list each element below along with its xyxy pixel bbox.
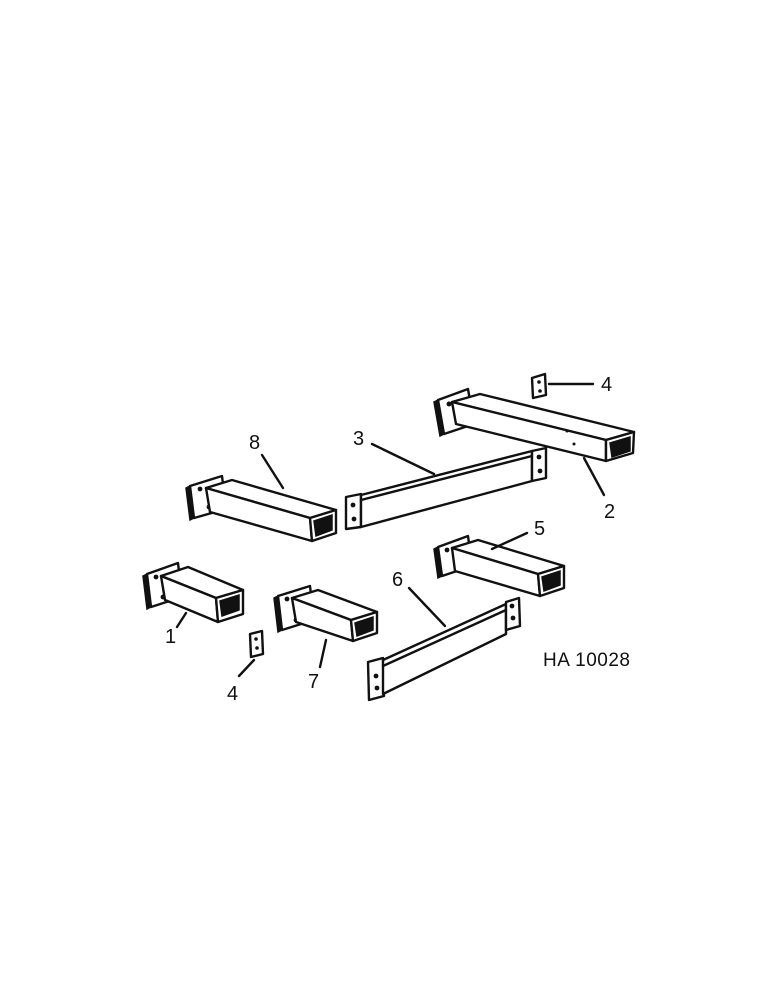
callout-8: 8 <box>249 432 260 454</box>
callout-5: 5 <box>534 518 545 540</box>
part-2-long-tube <box>433 387 636 463</box>
leader-2 <box>582 456 606 497</box>
part-3-angle-bar <box>344 446 548 531</box>
part-5-tube <box>433 534 566 598</box>
leader-8 <box>260 453 285 490</box>
figure-code: HA 10028 <box>543 650 630 671</box>
leader-3 <box>370 442 436 476</box>
callout-2: 2 <box>604 501 615 523</box>
leader-6 <box>407 586 447 628</box>
part-7-tube <box>273 584 379 643</box>
part-1-tube <box>142 561 245 624</box>
callout-4-bottom: 4 <box>227 683 238 705</box>
callout-6: 6 <box>392 569 403 591</box>
leader-5 <box>490 531 529 551</box>
leader-lines <box>175 382 606 678</box>
part-6-angle-bar <box>366 596 522 702</box>
callout-7: 7 <box>308 671 319 693</box>
part-4-plate-top <box>530 372 548 400</box>
part-4-plate-bottom <box>248 629 265 659</box>
callout-4-top: 4 <box>601 374 612 396</box>
leader-4-bottom <box>237 658 256 678</box>
callout-3: 3 <box>353 428 364 450</box>
part-8-tube <box>185 474 338 543</box>
leader-1 <box>175 611 188 629</box>
leader-7 <box>318 638 328 669</box>
callout-1: 1 <box>165 626 176 648</box>
